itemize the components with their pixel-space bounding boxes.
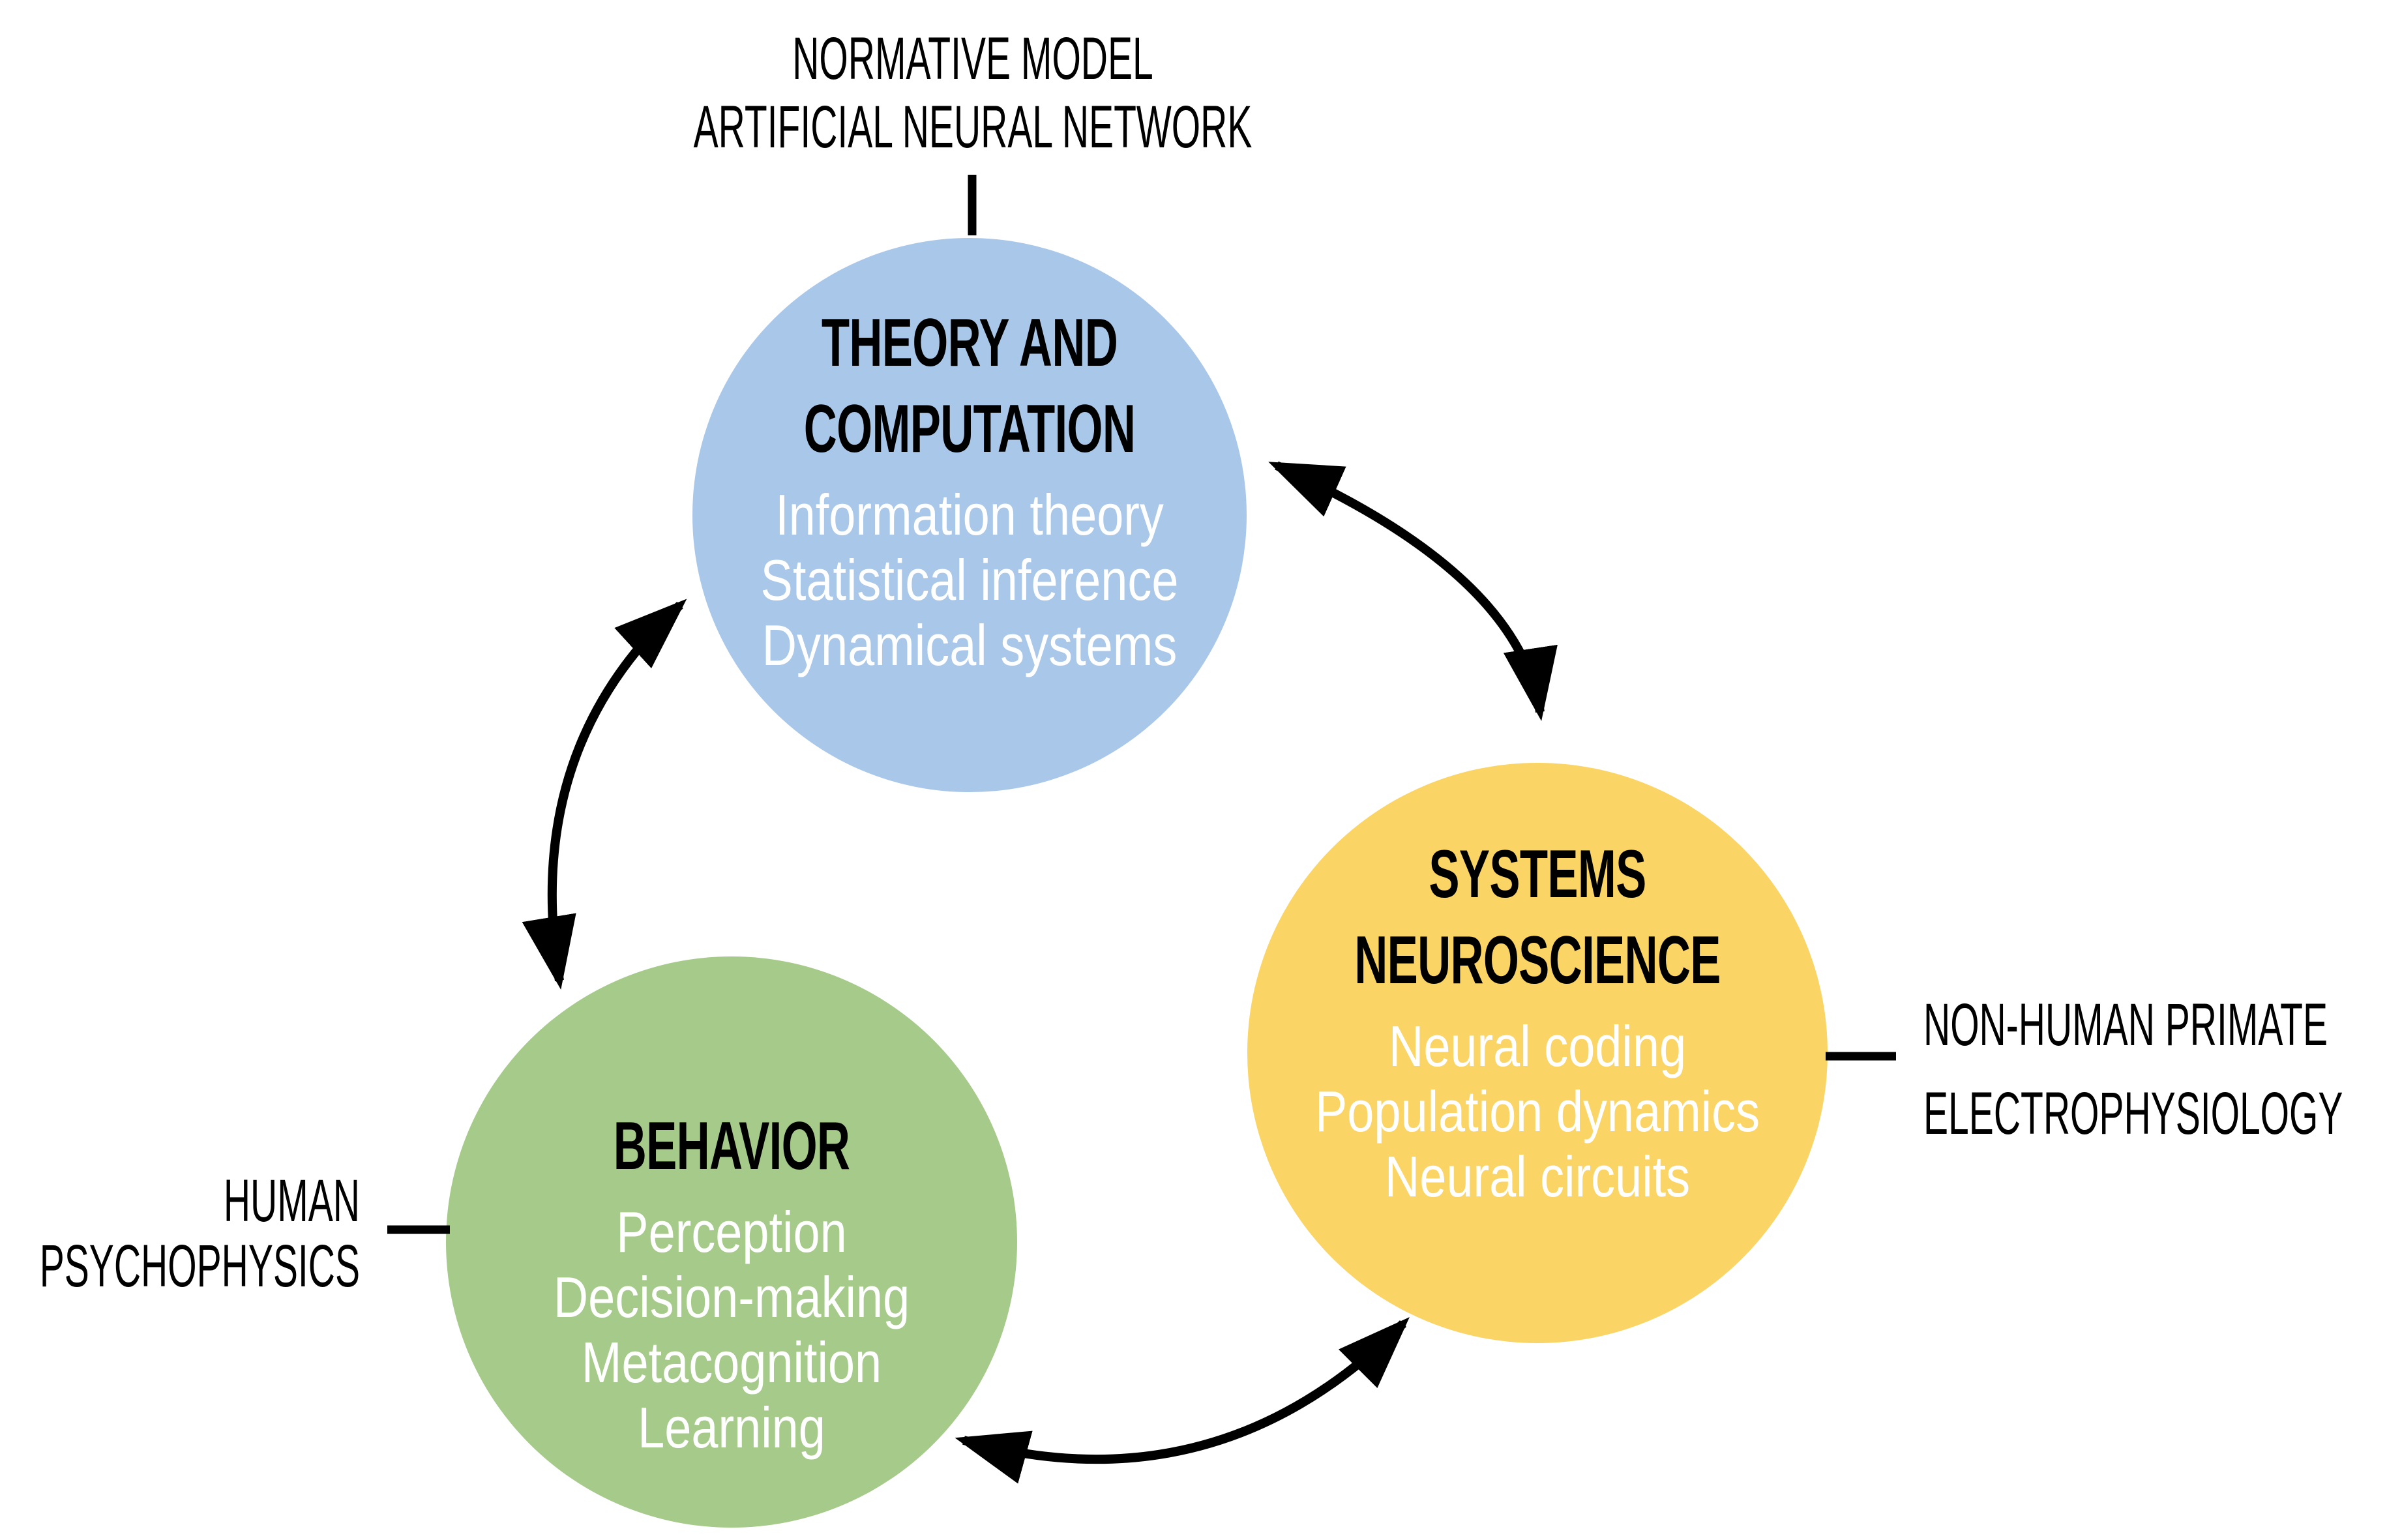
circle-behavior-title-line1: BEHAVIOR <box>613 1108 850 1184</box>
list-item: Metacognition <box>581 1330 882 1395</box>
circle-theory-title-line1: THEORY AND <box>821 305 1118 381</box>
callout-nonhuman-primate-electrophysiology: NON-HUMAN PRIMATE ELECTROPHYSIOLOGY <box>1923 981 2387 1158</box>
callout-human-psychophysics: HUMAN PSYCHOPHYSICS <box>0 1168 360 1299</box>
circle-behavior: BEHAVIOR Perception Decision-making Meta… <box>446 956 1017 1528</box>
callout-top-line1: NORMATIVE MODEL <box>792 25 1153 92</box>
callout-left-line2: PSYCHOPHYSICS <box>39 1233 361 1299</box>
list-item: Perception <box>616 1200 847 1264</box>
list-item: Neural coding <box>1388 1014 1687 1078</box>
circle-systems-items: Neural coding Population dynamics Neural… <box>1294 1014 1781 1209</box>
callout-top-line2: ARTIFICIAL NEURAL NETWORK <box>693 94 1253 160</box>
arrow-theory-behavior <box>522 599 687 990</box>
circle-theory-items: Information theory Statistical inference… <box>737 482 1202 678</box>
circle-behavior-items: Perception Decision-making Metacognition… <box>492 1200 971 1460</box>
circle-theory-title-line2: COMPUTATION <box>803 391 1136 467</box>
list-item: Neural circuits <box>1384 1144 1691 1209</box>
list-item: Population dynamics <box>1314 1079 1760 1144</box>
arrow-theory-systems <box>1268 461 1558 721</box>
circle-systems-title-line1: SYSTEMS <box>1429 837 1646 912</box>
list-item: Dynamical systems <box>762 613 1178 677</box>
circle-theory-title: THEORY AND COMPUTATION <box>781 300 1158 472</box>
arrow-behavior-systems <box>955 1317 1410 1484</box>
circle-systems-title-line2: NEUROSCIENCE <box>1354 923 1721 998</box>
list-item: Information theory <box>775 482 1164 547</box>
callout-left-line1: HUMAN <box>223 1168 360 1234</box>
list-item: Decision-making <box>553 1265 910 1329</box>
circle-systems-title: SYSTEMS NEUROSCIENCE <box>1340 831 1734 1003</box>
circle-systems-neuroscience: SYSTEMS NEUROSCIENCE Neural coding Popul… <box>1247 763 1828 1343</box>
list-item: Statistical inference <box>760 548 1179 612</box>
callout-right-line1: NON-HUMAN PRIMATE <box>1923 992 2328 1058</box>
callout-right-line2: ELECTROPHYSIOLOGY <box>1923 1080 2343 1147</box>
circle-theory-and-computation: THEORY AND COMPUTATION Information theor… <box>692 238 1247 792</box>
circle-behavior-title: BEHAVIOR <box>537 1103 926 1189</box>
callout-normative-model: NORMATIVE MODEL ARTIFICIAL NEURAL NETWOR… <box>649 25 1296 162</box>
list-item: Learning <box>638 1395 825 1460</box>
